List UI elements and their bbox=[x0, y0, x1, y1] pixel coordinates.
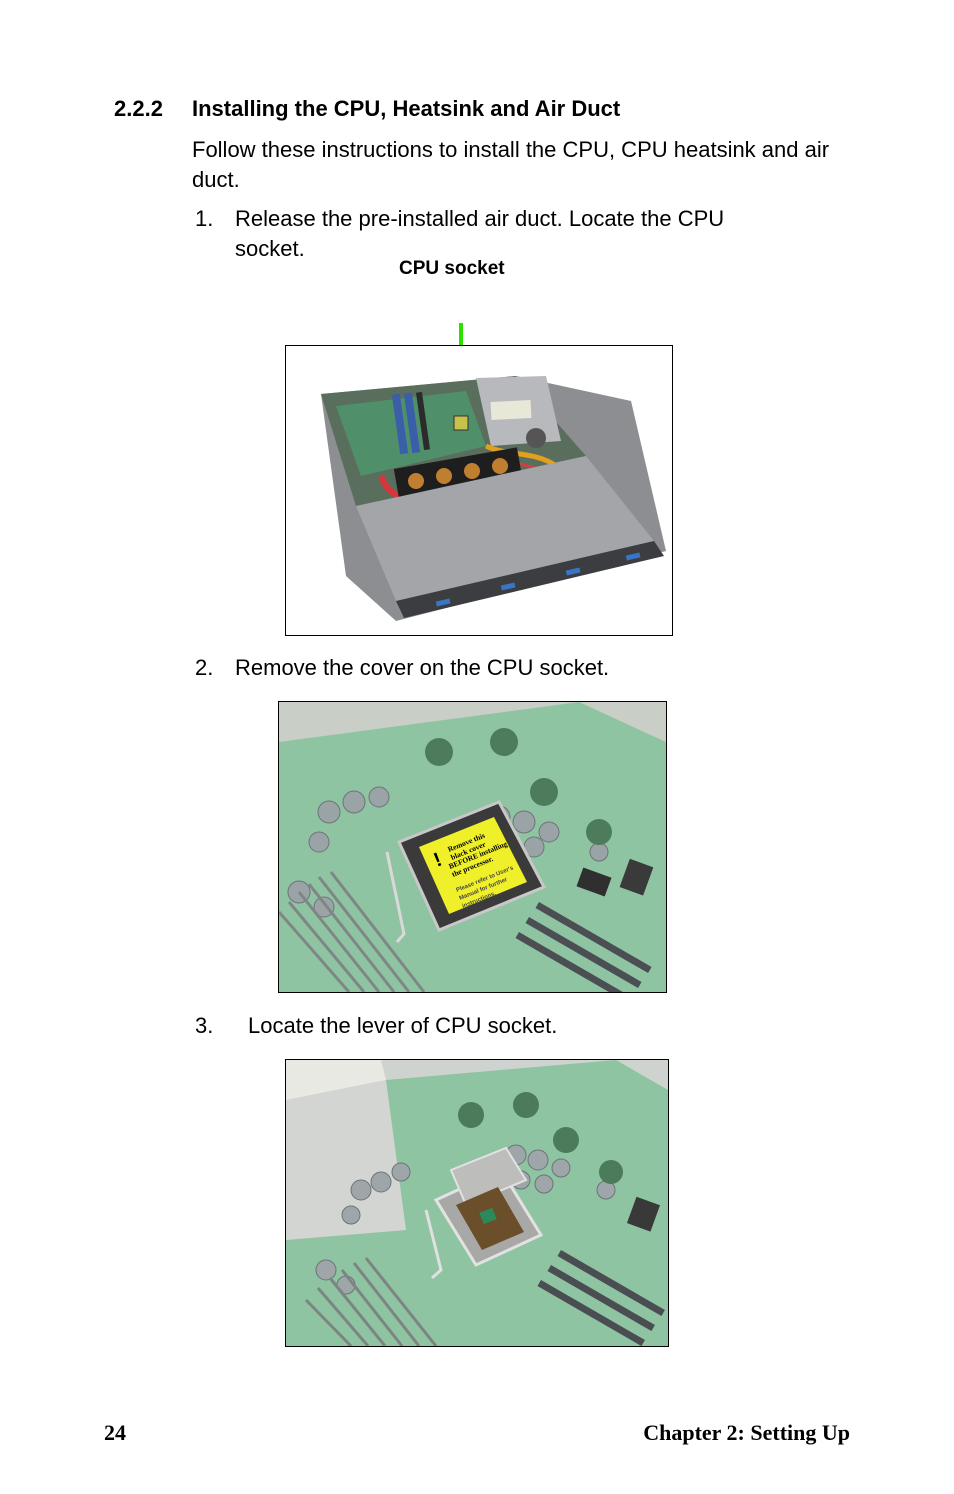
step-1: 1. bbox=[195, 204, 213, 234]
cpu-socket-callout-label: CPU socket bbox=[399, 258, 505, 279]
step-2-number: 2. bbox=[195, 655, 214, 680]
step-3-number: 3. bbox=[195, 1013, 214, 1038]
intro-paragraph: Follow these instructions to install the… bbox=[192, 137, 830, 192]
step-1-text-line1: Release the pre-installed air duct. Loca… bbox=[235, 206, 725, 231]
chapter-footer: Chapter 2: Setting Up bbox=[643, 1420, 850, 1445]
step-1-text: Release the pre-installed air duct. Loca… bbox=[235, 204, 724, 264]
page-number: 24 bbox=[104, 1420, 126, 1445]
section-number: 2.2.2 bbox=[114, 96, 163, 121]
server-chassis-photo bbox=[285, 345, 673, 636]
socket-cover-photo: ! Remove this black cover BEFORE install… bbox=[278, 701, 667, 993]
step-2-text: Remove the cover on the CPU socket. bbox=[235, 655, 610, 680]
step-2: 2. bbox=[195, 653, 213, 683]
step-3-text: Locate the lever of CPU socket. bbox=[248, 1013, 558, 1038]
step-1-number: 1. bbox=[195, 206, 214, 231]
socket-lever-photo bbox=[285, 1059, 669, 1347]
section-heading: 2.2.2 Installing the CPU, Heatsink and Ai… bbox=[114, 96, 620, 122]
step-3: 3. bbox=[195, 1011, 213, 1041]
section-title: Installing the CPU, Heatsink and Air Duc… bbox=[192, 96, 621, 121]
step-1-text-line2: socket. bbox=[235, 236, 305, 261]
